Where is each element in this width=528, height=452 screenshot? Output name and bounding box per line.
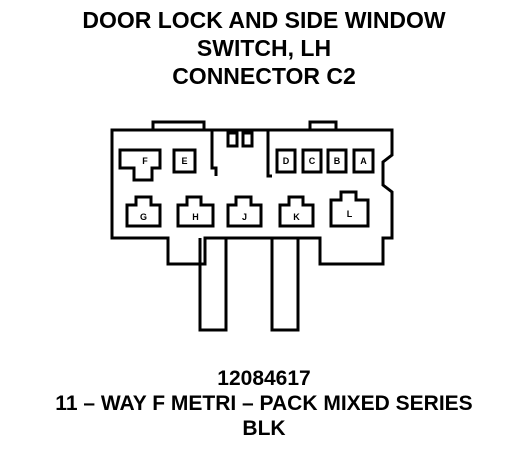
pin-cavity-b xyxy=(326,148,348,174)
pin-cavity-f xyxy=(118,148,162,182)
pin-cavity-c xyxy=(301,148,323,174)
key-slot-2 xyxy=(241,131,254,148)
pin-cavity-l xyxy=(329,190,370,228)
pin-label-g: G xyxy=(140,212,147,222)
title-line-3: CONNECTOR C2 xyxy=(172,63,356,89)
pin-label-f: F xyxy=(142,156,148,166)
pin-label-a: A xyxy=(360,156,367,166)
wire-bundle-left xyxy=(198,238,228,332)
title-line-2: SWITCH, LH xyxy=(196,35,332,61)
pin-cavity-a xyxy=(352,148,375,174)
pin-cavity-d xyxy=(275,148,297,174)
pin-label-b: B xyxy=(334,156,341,166)
pin-cavity-k xyxy=(278,195,315,228)
pin-cavity-h xyxy=(176,195,215,228)
pin-label-c: C xyxy=(309,156,316,166)
footer-block: 12084617 11 – WAY F METRI – PACK MIXED S… xyxy=(0,366,528,441)
pin-label-k: K xyxy=(293,212,300,222)
connector-color: BLK xyxy=(242,417,286,440)
center-key xyxy=(210,128,272,178)
connector-body xyxy=(110,128,394,266)
title-line-1: DOOR LOCK AND SIDE WINDOW xyxy=(82,7,446,33)
key-slot-1 xyxy=(226,131,239,148)
pin-label-h: H xyxy=(192,212,199,222)
part-number: 12084617 xyxy=(217,367,311,390)
wire-bundle-right xyxy=(270,238,300,332)
pin-label-l: L xyxy=(347,209,353,219)
pin-cavity-e xyxy=(172,148,197,174)
locking-tab-left xyxy=(151,120,206,130)
pin-label-j: J xyxy=(242,212,247,222)
title-block: DOOR LOCK AND SIDE WINDOW SWITCH, LH CON… xyxy=(0,6,528,90)
connector-description: 11 – WAY F METRI – PACK MIXED SERIES xyxy=(55,392,473,415)
pin-cavity-j xyxy=(226,195,263,228)
locking-tab-right xyxy=(308,120,338,130)
pin-label-d: D xyxy=(283,156,290,166)
pin-label-e: E xyxy=(181,156,187,166)
pin-cavity-g xyxy=(125,195,162,228)
